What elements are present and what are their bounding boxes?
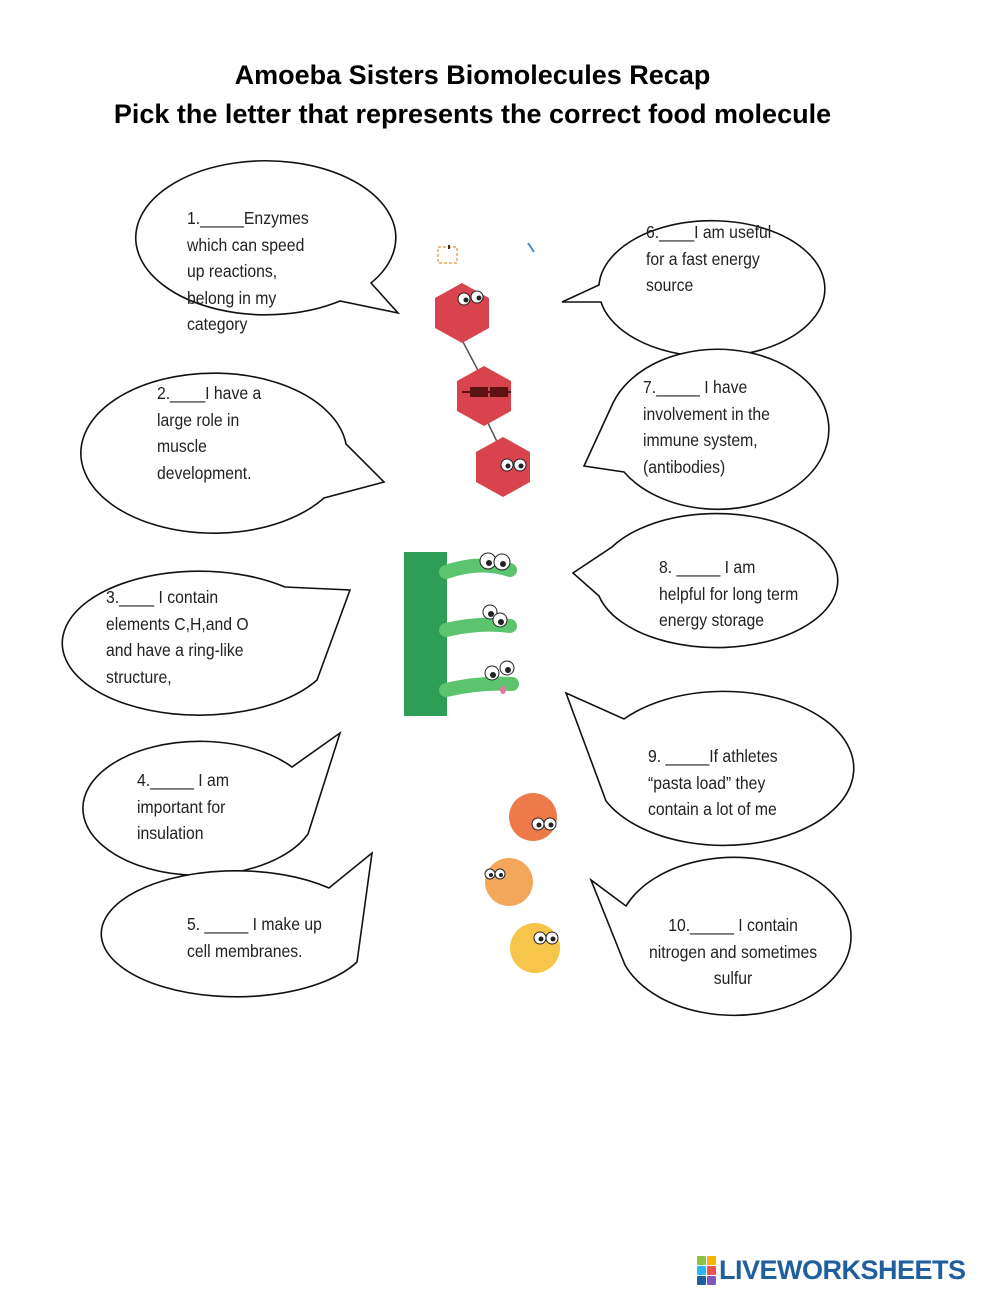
question-3-text: 3.____ I contain elements C,H,and O and …	[106, 587, 249, 687]
speech-bubble-9	[564, 690, 855, 847]
speech-bubble-10	[589, 856, 852, 1017]
question-2-text: 2.____I have a large role in muscle deve…	[157, 383, 262, 483]
speech-bubble-7	[582, 348, 830, 511]
speech-bubble-2	[80, 372, 386, 534]
question-1-text: 1._____Enzymes which can speed up reacti…	[187, 208, 309, 334]
liveworksheets-logo: LIVEWORKSHEETS	[697, 1254, 966, 1286]
worksheet-title: Amoeba Sisters Biomolecules Recap	[234, 60, 711, 90]
question-6-text: 6.____I am useful for a fast energy sour…	[646, 222, 772, 295]
question-5-text: 5. _____ I make up cell membranes.	[187, 914, 322, 961]
speech-bubble-5	[100, 851, 374, 998]
speech-bubble-1	[134, 160, 401, 316]
question-7-text: 7._____ I have involvement in the immune…	[643, 377, 770, 477]
question-10-text: 10._____ I contain nitrogen and sometime…	[649, 915, 818, 988]
logo-text: LIVEWORKSHEETS	[719, 1254, 966, 1285]
question-8-text: 8. _____ I am helpful for long term ener…	[659, 557, 799, 630]
speech-bubble-8	[571, 512, 839, 649]
speech-bubble-4	[82, 730, 342, 877]
lipid-illustration	[404, 552, 519, 716]
question-9-text: 9. _____If athletes “pasta load” they co…	[648, 746, 778, 819]
worksheet-instructions: Pick the letter that represents the corr…	[113, 99, 832, 129]
speech-bubble-3	[61, 570, 352, 716]
carbohydrate-chain-illustration	[484, 793, 560, 973]
logo-mark-icon	[697, 1255, 716, 1285]
protein-chain-illustration	[435, 283, 530, 497]
selection-marker-icon	[437, 242, 535, 264]
question-4-text: 4._____ I am important for insulation	[137, 770, 229, 843]
speech-bubble-6	[561, 219, 826, 358]
